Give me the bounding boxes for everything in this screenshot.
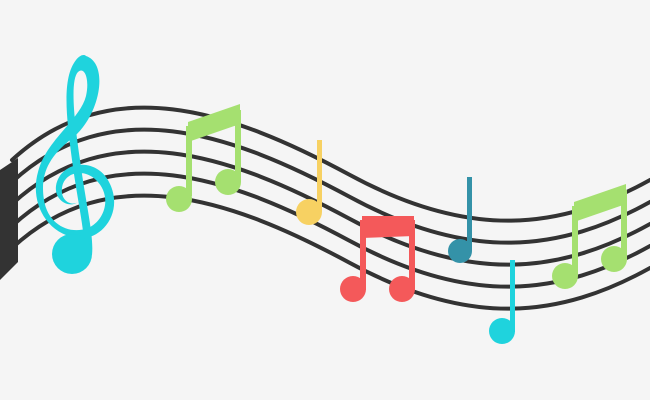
- beamed-eighth-notes-green-right: [552, 184, 627, 289]
- staff-left-bar: [0, 158, 18, 280]
- quarter-note-teal: [448, 177, 472, 263]
- staff-line-2: [10, 127, 650, 245]
- staff-line-3: [10, 149, 650, 267]
- beamed-eighth-notes-red: [340, 216, 415, 302]
- treble-clef-icon: [35, 55, 115, 274]
- staff-line-1: [10, 105, 650, 223]
- beamed-eighth-notes-green: [166, 104, 241, 212]
- quarter-note-yellow: [296, 140, 322, 225]
- quarter-note-cyan: [489, 260, 515, 344]
